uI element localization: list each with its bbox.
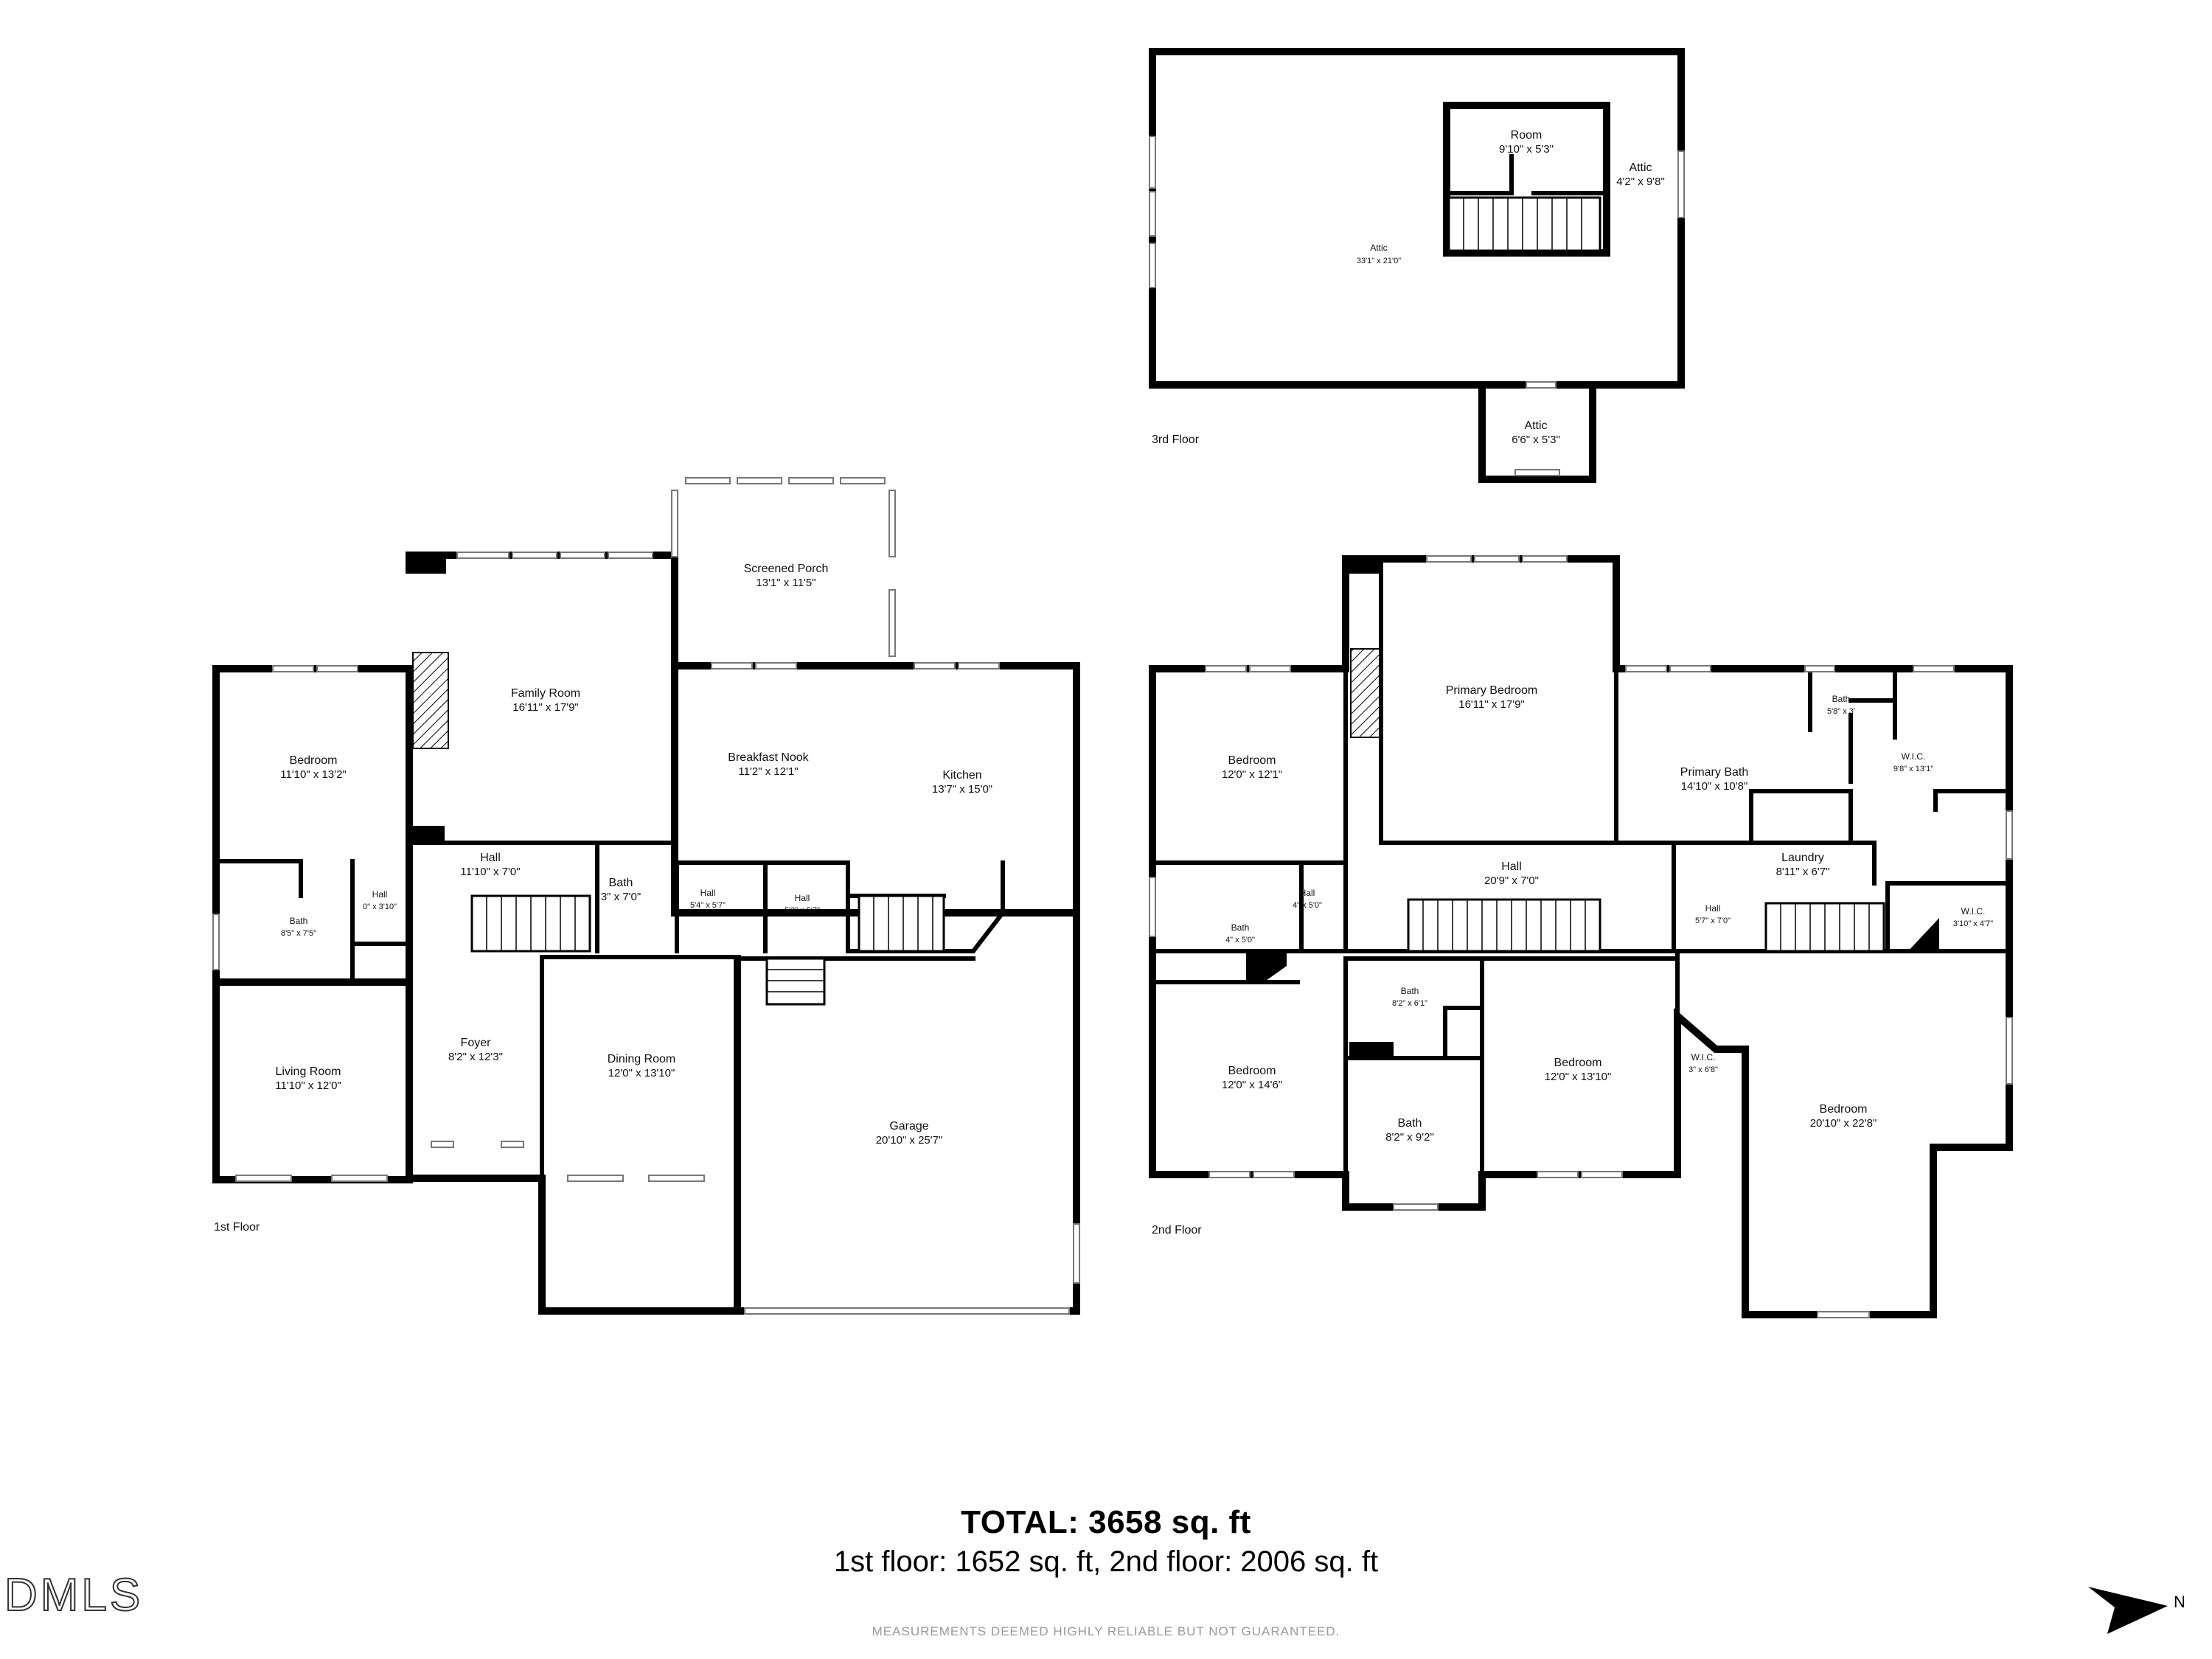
bath-2-dims: 8'5" x 7'5" — [281, 929, 316, 938]
disclaimer: MEASUREMENTS DEEMED HIGHLY RELIABLE BUT … — [872, 1624, 1340, 1638]
second-outline-c — [1674, 1008, 1749, 1178]
wic-2-dims: 3'10" x 4'7" — [1953, 919, 1993, 928]
bedroom-1-dims: 11'10" x 13'2" — [280, 768, 347, 781]
hall-1-dims: 11'10" x 7'0" — [460, 866, 520, 878]
bedroom-4-dims: 12'0" x 13'10" — [1545, 1071, 1612, 1083]
garage-dims: 20'10" x 25'7" — [876, 1134, 943, 1147]
floor-square-footage: 1st floor: 1652 sq. ft, 2nd floor: 2006 … — [833, 1545, 1379, 1578]
second-floor: 2nd Floor Primary Bedroom 16'11" x 17'9"… — [1149, 555, 2013, 1318]
room-dims: 9'10" x 5'3" — [1499, 143, 1554, 156]
north-arrow-icon: N — [2088, 1587, 2185, 1634]
bath-6-name: Bath — [1398, 1117, 1422, 1130]
kitchen-dims: 13'7" x 15'0" — [932, 783, 992, 796]
laundry-name: Laundry — [1781, 852, 1824, 864]
wic-3-dims: 3" x 6'8" — [1688, 1065, 1718, 1074]
total-square-footage: TOTAL: 3658 sq. ft — [961, 1504, 1251, 1540]
laundry-dims: 8'11" x 6'7" — [1776, 866, 1830, 878]
first-floor-stairs-c — [765, 957, 826, 1006]
hall-2-name: Hall — [700, 888, 716, 898]
dmls-logo: DMLS — [4, 1569, 144, 1621]
first-outline-b — [212, 665, 413, 1182]
breakfast-nook-name: Breakfast Nook — [728, 751, 809, 764]
hall-5-name: Hall — [1501, 860, 1522, 873]
primary-bath-name: Primary Bath — [1680, 766, 1748, 779]
room-name: Room — [1511, 129, 1543, 142]
hall-6-dims: 4" x 5'0" — [1293, 901, 1322, 910]
first-floor-label: 1st Floor — [214, 1221, 260, 1234]
second-floor-label: 2nd Floor — [1152, 1224, 1202, 1237]
bath-4-name: Bath — [1231, 922, 1250, 933]
bedroom-5-name: Bedroom — [1820, 1103, 1868, 1116]
attic-small-outline — [1478, 381, 1596, 483]
foyer-name: Foyer — [461, 1037, 492, 1049]
hall-2-dims: 5'4" x 5'7" — [690, 901, 726, 910]
bedroom-3-name: Bedroom — [1228, 1065, 1276, 1077]
bath-5-dims: 8'2" x 6'1" — [1392, 999, 1427, 1008]
wic-3-name: W.I.C. — [1691, 1052, 1716, 1062]
third-floor-stairs — [1447, 196, 1601, 252]
wic-1-dims: 9'8" x 13'1" — [1893, 765, 1933, 773]
bath-3-dims: 5'8" x 3' — [1827, 707, 1855, 716]
bedroom-5-dims: 20'10" x 22'8" — [1810, 1117, 1877, 1130]
primary-bedroom-dims: 16'11" x 17'9" — [1458, 698, 1525, 711]
bath-2-name: Bath — [290, 916, 308, 926]
hall-4-name: Hall — [372, 889, 388, 900]
bedroom-4-name: Bedroom — [1554, 1057, 1602, 1069]
first-floor: 1st Floor Screened Porch 13'1" x 11'5" F… — [212, 477, 1080, 1315]
family-room-dims: 16'11" x 17'9" — [512, 701, 579, 714]
breakfast-nook-dims: 11'2" x 12'1" — [738, 765, 798, 778]
bath-1-name: Bath — [609, 877, 633, 889]
screened-porch-name: Screened Porch — [744, 563, 829, 575]
third-floor: 3rd Floor Attic 33'1" x 21'0" Room 9'10"… — [1149, 48, 1685, 483]
attic-main-name: Attic — [1370, 243, 1387, 253]
bath-5-name: Bath — [1401, 986, 1419, 996]
kitchen-name: Kitchen — [942, 769, 981, 782]
third-floor-label: 3rd Floor — [1152, 434, 1200, 446]
primary-bath-dims: 14'10" x 10'8" — [1681, 780, 1748, 793]
room-outline — [1443, 102, 1610, 257]
attic-side-dims: 4'2" x 9'8" — [1616, 175, 1665, 188]
north-label: N — [2174, 1593, 2185, 1611]
hall-6-name: Hall — [1300, 888, 1315, 898]
screened-porch-outline — [671, 662, 1080, 917]
first-floor-stairs-a — [470, 894, 591, 953]
living-room-outline — [212, 978, 413, 1183]
hall-1-name: Hall — [480, 852, 501, 864]
hall-3-name: Hall — [795, 893, 810, 903]
second-floor-stairs-b — [1764, 902, 1885, 953]
bath-4-dims: 4" x 5'0" — [1225, 936, 1255, 945]
screened-porch-dims: 13'1" x 11'5" — [756, 577, 815, 589]
second-floor-stairs-a — [1407, 898, 1601, 953]
family-room-name: Family Room — [511, 687, 580, 700]
dining-room-name: Dining Room — [608, 1053, 675, 1065]
attic-main-dims: 33'1" x 21'0" — [1357, 257, 1401, 265]
bedroom-1-name: Bedroom — [290, 754, 338, 767]
wic-2-name: W.I.C. — [1961, 906, 1986, 917]
living-room-dims: 11'10" x 12'0" — [275, 1079, 341, 1092]
attic-small-name: Attic — [1524, 420, 1547, 432]
bedroom-2-name: Bedroom — [1228, 754, 1276, 767]
primary-bedroom-name: Primary Bedroom — [1446, 684, 1537, 697]
hall-7-name: Hall — [1705, 903, 1721, 914]
first-floor-stairs-b — [858, 894, 945, 953]
bath-6-dims: 8'2" x 9'2" — [1385, 1131, 1434, 1144]
bath-1-dims: 3" x 7'0" — [601, 891, 641, 903]
bath-3-name: Bath — [1832, 694, 1851, 704]
attic-side-name: Attic — [1629, 161, 1652, 174]
bedroom-3-dims: 12'0" x 14'6" — [1222, 1079, 1282, 1091]
wic-1-name: W.I.C. — [1902, 751, 1926, 762]
dining-room-dims: 12'0" x 13'10" — [608, 1067, 675, 1079]
bedroom-2-dims: 12'0" x 12'1" — [1222, 768, 1282, 781]
attic-small-dims: 6'6" x 5'3" — [1512, 434, 1560, 446]
foyer-dims: 8'2" x 12'3" — [448, 1051, 503, 1063]
attic-main-outline — [1149, 48, 1685, 389]
hall-3-dims: 5'3" x 5'7" — [785, 906, 820, 915]
hall-5-dims: 20'9" x 7'0" — [1484, 874, 1539, 887]
hall-4-dims: 0" x 3'10" — [363, 902, 397, 911]
garage-name: Garage — [889, 1120, 928, 1133]
living-room-name: Living Room — [276, 1065, 341, 1078]
hall-7-dims: 5'7" x 7'0" — [1695, 917, 1731, 925]
